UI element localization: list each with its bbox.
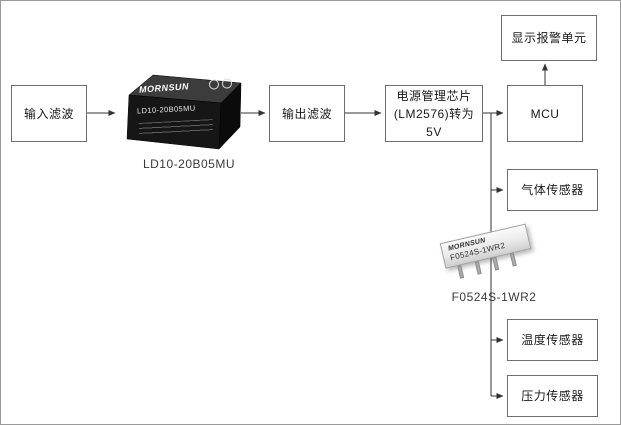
pin: [474, 261, 482, 275]
block-display-alarm-label: 显示报警单元: [511, 31, 587, 45]
f0524s-module-photo: MORNSUN F0524S-1WR2: [437, 217, 543, 289]
block-pressure-sensor-label: 压力传感器: [521, 389, 584, 403]
ul-certification-marks-icon: [208, 78, 233, 90]
block-gas-sensor-label: 气体传感器: [521, 183, 584, 197]
ld10-module-photo: MORNSUN LD10-20B05MU: [117, 69, 243, 155]
f0524s-module-body: MORNSUN F0524S-1WR2: [439, 223, 535, 282]
f0524s-caption: F0524S-1WR2: [451, 290, 537, 304]
ul-mark-icon: [208, 79, 220, 90]
block-output-filter-label: 输出滤波: [281, 106, 332, 121]
block-temp-sensor-label: 温度传感器: [521, 333, 584, 347]
block-display-alarm: 显示报警单元: [501, 15, 597, 61]
block-output-filter: 输出滤波: [269, 85, 345, 142]
block-power-chip-label-line2: (LM2576)转为5V: [393, 106, 475, 139]
block-input-filter-label: 输入滤波: [23, 106, 74, 121]
block-mcu: MCU: [507, 85, 583, 142]
ce-mark-icon: [221, 78, 233, 89]
block-pressure-sensor: 压力传感器: [507, 375, 598, 417]
block-gas-sensor: 气体传感器: [507, 169, 598, 211]
block-power-chip-label-line1: 电源管理芯片: [396, 88, 472, 103]
pin: [509, 252, 517, 267]
block-power-chip: 电源管理芯片 (LM2576)转为5V: [385, 85, 483, 142]
block-temp-sensor: 温度传感器: [507, 319, 598, 361]
pin: [457, 265, 465, 279]
pin: [492, 257, 500, 271]
block-mcu-label: MCU: [530, 106, 560, 121]
ld10-caption: LD10-20B05MU: [142, 157, 236, 171]
block-input-filter: 输入滤波: [11, 85, 87, 142]
